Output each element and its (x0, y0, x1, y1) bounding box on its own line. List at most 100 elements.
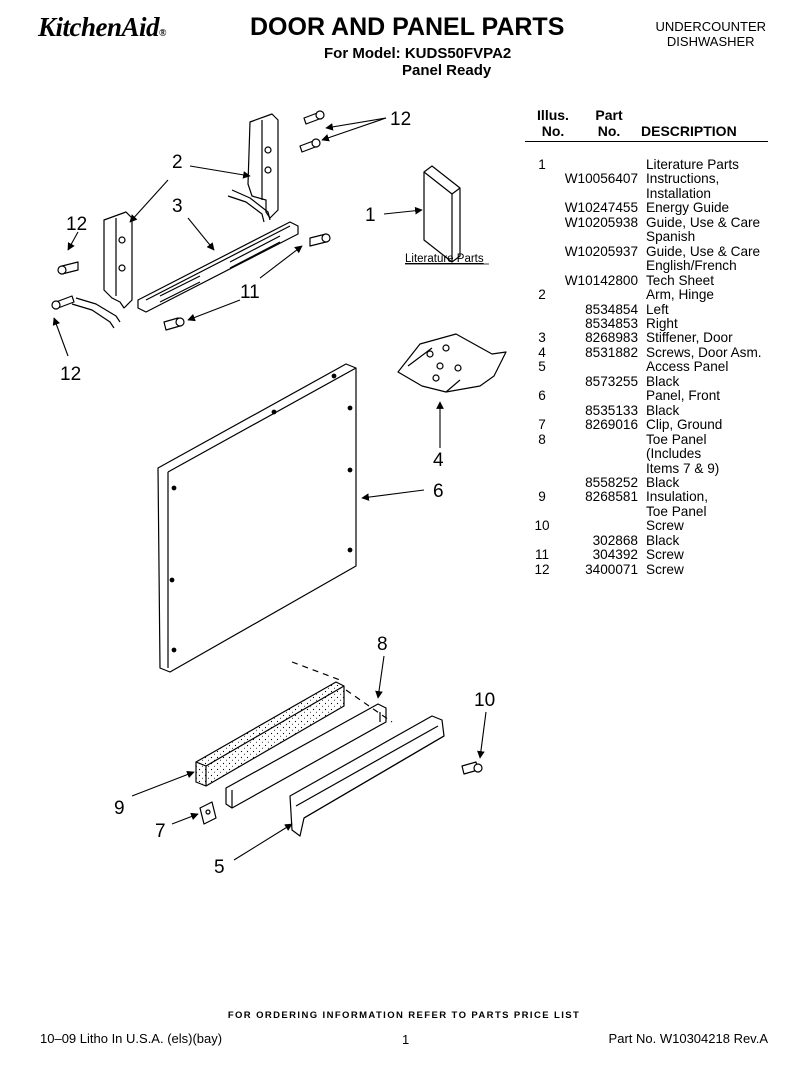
part-description: Energy Guide (646, 200, 730, 216)
screw-12-b (299, 138, 321, 153)
part-description: Access Panel (646, 359, 729, 375)
category-line-2: DISHWASHER (666, 34, 755, 49)
part-number: 8268983 (585, 330, 638, 346)
part-description: Left (646, 301, 669, 317)
parts-table-row: 302868 Black (528, 532, 778, 548)
leader-lines (52, 117, 487, 861)
model-line: For Model: KUDS50FVPA2 (324, 45, 512, 62)
illus-number: 2 (538, 287, 546, 303)
part-number: W10142800 (564, 272, 638, 288)
col-part-line2: No. (597, 123, 621, 139)
hinge-arm-right (227, 113, 279, 223)
literature-parts-label: Literature Parts (405, 253, 484, 265)
illus-number: 8 (538, 431, 546, 447)
part-description: Toe Panel (646, 431, 707, 447)
part-description: Screw (646, 518, 684, 534)
document-part-number: Part No. W10304218 Rev.A (608, 1031, 768, 1046)
part-description: Literature Parts (646, 157, 739, 172)
brand-logo: KitchenAid® (38, 12, 167, 43)
part-description: Tech Sheet (646, 272, 715, 288)
part-description: Clip, Ground (646, 417, 723, 433)
parts-table-row: Spanish (528, 229, 778, 245)
callout-12-left: 12 (66, 214, 87, 235)
callout-7: 7 (155, 821, 166, 842)
parts-table-row: 7 8269016 Clip, Ground (528, 417, 778, 433)
callout-5: 5 (214, 857, 225, 878)
parts-table-row: 8573255 Black (528, 373, 778, 389)
part-number: 3400071 (585, 561, 638, 577)
parts-table-row: Toe Panel (528, 503, 778, 519)
parts-table-row: (Includes (528, 446, 778, 462)
callout-9: 9 (114, 798, 125, 819)
callout-10: 10 (474, 690, 495, 711)
part-description: Black (646, 373, 680, 389)
parts-table-row: Items 7 & 9) (528, 460, 778, 476)
part-number: W10247455 (564, 200, 638, 216)
part-number: 302868 (592, 532, 638, 548)
part-number: 8269016 (585, 417, 638, 433)
page-title: DOOR AND PANEL PARTS (250, 13, 565, 41)
part-description: Insulation, (646, 489, 708, 505)
front-panel (157, 363, 357, 673)
part-description: Right (646, 315, 678, 331)
illus-number: 5 (538, 359, 546, 375)
part-description: Guide, Use & Care (646, 214, 761, 230)
part-number: 8558252 (585, 474, 638, 490)
page-number: 1 (402, 1032, 410, 1047)
col-part-line1: Part (595, 107, 623, 123)
toe-panel (225, 661, 393, 809)
part-number: 8531882 (585, 344, 638, 360)
illus-number: 6 (538, 388, 546, 404)
part-number: 8268581 (585, 489, 638, 505)
part-number: W10056407 (564, 171, 638, 187)
part-description: Black (646, 474, 680, 490)
parts-table-row: 10 Screw (528, 518, 778, 534)
illus-number: 10 (534, 518, 550, 534)
parts-table-row: 8 Toe Panel (528, 431, 778, 447)
callout-6: 6 (433, 481, 444, 502)
col-illus-header: Illus. No. (525, 107, 581, 139)
screw-12-a (303, 110, 325, 125)
part-number: W10205938 (564, 214, 638, 230)
ordering-info: FOR ORDERING INFORMATION REFER TO PARTS … (227, 1010, 581, 1021)
illus-number: 4 (538, 344, 546, 360)
part-number: 8573255 (585, 373, 638, 389)
illus-number: 1 (538, 157, 546, 172)
part-description: (Includes (646, 446, 702, 462)
illus-number: 7 (538, 417, 546, 433)
col-part-header: Part No. (587, 107, 631, 139)
part-description: Black (646, 402, 680, 418)
brand-name: KitchenAid (38, 12, 160, 42)
part-description: English/French (646, 258, 737, 274)
part-description: Black (646, 532, 680, 548)
parts-table-row: W10247455 Energy Guide (528, 200, 778, 216)
screw-11-b (163, 317, 185, 331)
col-illus-line1: Illus. (537, 107, 569, 123)
screw-12-c (57, 261, 79, 275)
part-description: Spanish (646, 229, 696, 245)
category-line-1: UNDERCOUNTER (655, 19, 767, 34)
part-description: Screw (646, 561, 684, 577)
col-illus-line2: No. (541, 123, 565, 139)
illus-number: 3 (538, 330, 546, 346)
parts-table-row: 8558252 Black (528, 474, 778, 490)
part-number: 304392 (592, 547, 638, 563)
part-number: 8534853 (585, 315, 638, 331)
ground-clip (199, 801, 217, 825)
parts-table-row: English/French (528, 258, 778, 274)
part-number: W10205937 (564, 243, 638, 259)
part-description: Items 7 & 9) (646, 460, 720, 476)
door-screws-bag (397, 333, 507, 393)
callout-12-bottom: 12 (60, 364, 81, 385)
part-description: Toe Panel (646, 503, 707, 519)
part-description: Instructions, (646, 171, 720, 187)
